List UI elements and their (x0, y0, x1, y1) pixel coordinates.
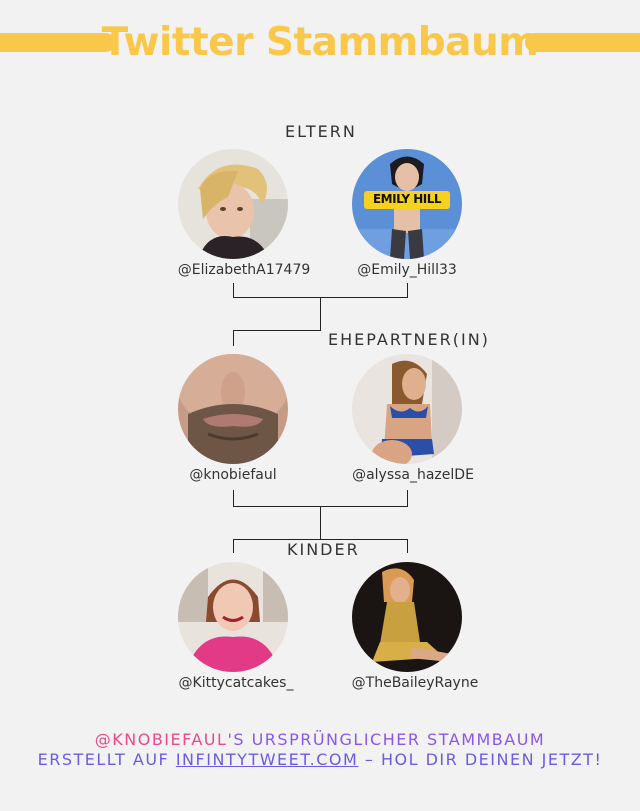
page-title: Twitter Stammbaum (101, 20, 539, 65)
footer-line2-suffix: – HOL DIR DEINEN JETZT! (358, 750, 603, 769)
connector (320, 506, 321, 539)
handle-spouse[interactable]: @alyssa_hazelDE (352, 467, 474, 483)
handle-parent1[interactable]: @ElizabethA17479 (177, 262, 311, 278)
section-label-children: KINDER (285, 540, 362, 559)
footer-line2-prefix: ERSTELLT AUF (37, 750, 176, 769)
connector (407, 283, 408, 297)
avatar-parent1[interactable] (178, 149, 288, 259)
connector (407, 539, 408, 553)
footer-line-2: ERSTELLT AUF INFINTYTWEET.COM – HOL DIR … (0, 750, 640, 769)
section-label-parents: ELTERN (285, 122, 357, 141)
connector (233, 330, 234, 346)
avatar-parent2[interactable]: EMILY HILL (352, 149, 462, 259)
handle-child1[interactable]: @Kittycatcakes_ (178, 675, 294, 691)
footer-line1-text: 'S URSPRÜNGLICHER STAMMBAUM (227, 730, 546, 749)
connector (233, 539, 408, 540)
connector (233, 539, 234, 553)
connector (233, 330, 321, 331)
footer-username[interactable]: @KNOBIEFAUL (94, 730, 228, 749)
avatar-spouse[interactable] (352, 354, 462, 464)
connector (233, 283, 234, 297)
avatar-self[interactable] (178, 354, 288, 464)
parent2-badge-text: EMILY HILL (372, 192, 442, 206)
title-decor-left (0, 33, 115, 52)
handle-self[interactable]: @knobiefaul (189, 467, 277, 483)
section-label-spouses: EHEPARTNER(IN) (328, 330, 490, 349)
handle-parent2[interactable]: @Emily_Hill33 (357, 262, 457, 278)
avatar-child1[interactable] (178, 562, 288, 672)
avatar-child2[interactable] (352, 562, 462, 672)
connector (320, 297, 321, 330)
connector (233, 490, 234, 506)
title-decor-right (525, 33, 640, 52)
handle-child2[interactable]: @TheBaileyRayne (351, 675, 479, 691)
connector (407, 490, 408, 506)
infintytweet-link[interactable]: INFINTYTWEET.COM (175, 750, 359, 769)
footer-line-1: @KNOBIEFAUL'S URSPRÜNGLICHER STAMMBAUM (0, 730, 640, 749)
